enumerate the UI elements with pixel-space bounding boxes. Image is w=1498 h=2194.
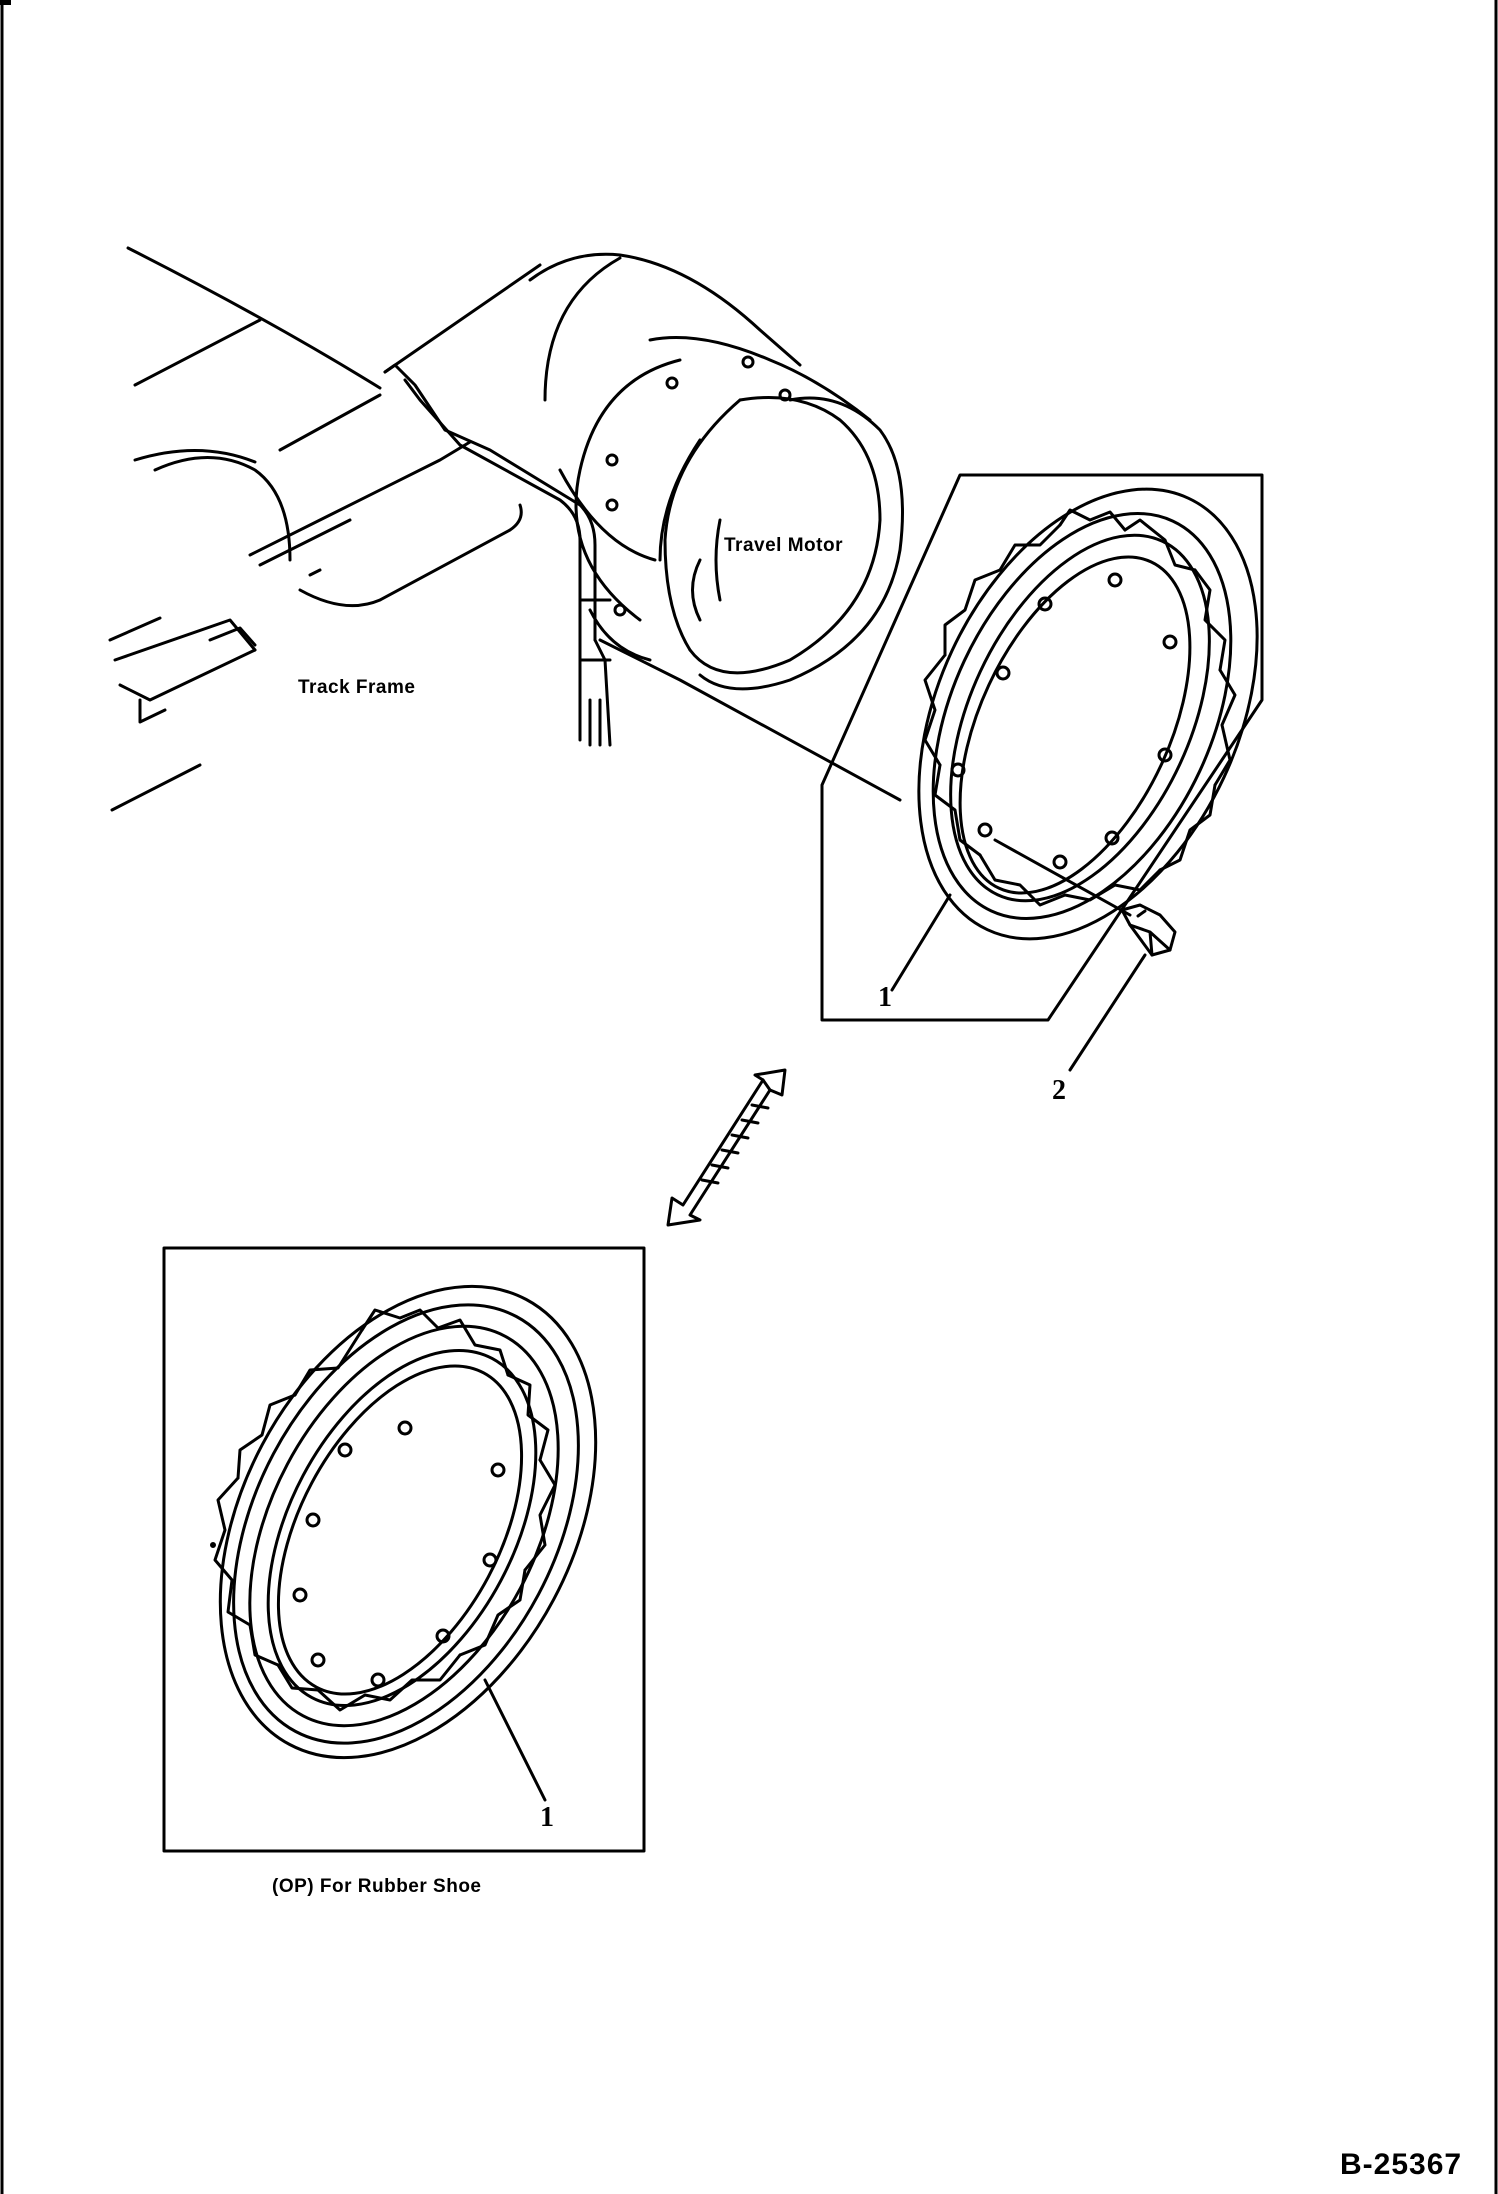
travel-motor-drawing bbox=[383, 252, 904, 802]
rubber-shoe-caption: (OP) For Rubber Shoe bbox=[272, 1876, 482, 1897]
corner-mark bbox=[0, 0, 11, 5]
track-frame-label: Track Frame bbox=[298, 677, 416, 698]
drawing-number: B-25367 bbox=[1340, 2148, 1463, 2181]
travel-motor-label: Travel Motor bbox=[724, 535, 843, 556]
callout-1-lower: 1 bbox=[540, 1802, 554, 1833]
upper-sprocket-drawing bbox=[917, 487, 1259, 941]
track-frame-drawing bbox=[108, 246, 612, 812]
leader-2 bbox=[1068, 953, 1147, 1072]
leader-1-upper bbox=[890, 893, 952, 992]
callout-1-upper: 1 bbox=[878, 982, 892, 1013]
callout-2-bolt: 2 bbox=[1052, 1075, 1066, 1106]
lower-frame bbox=[162, 1246, 646, 1853]
bolt-drawing bbox=[993, 838, 1177, 957]
lower-sprocket-drawing bbox=[213, 1284, 598, 1760]
upper-frame bbox=[820, 473, 1264, 1022]
leader-1-lower bbox=[483, 1678, 547, 1802]
interchange-arrow bbox=[666, 1068, 787, 1227]
